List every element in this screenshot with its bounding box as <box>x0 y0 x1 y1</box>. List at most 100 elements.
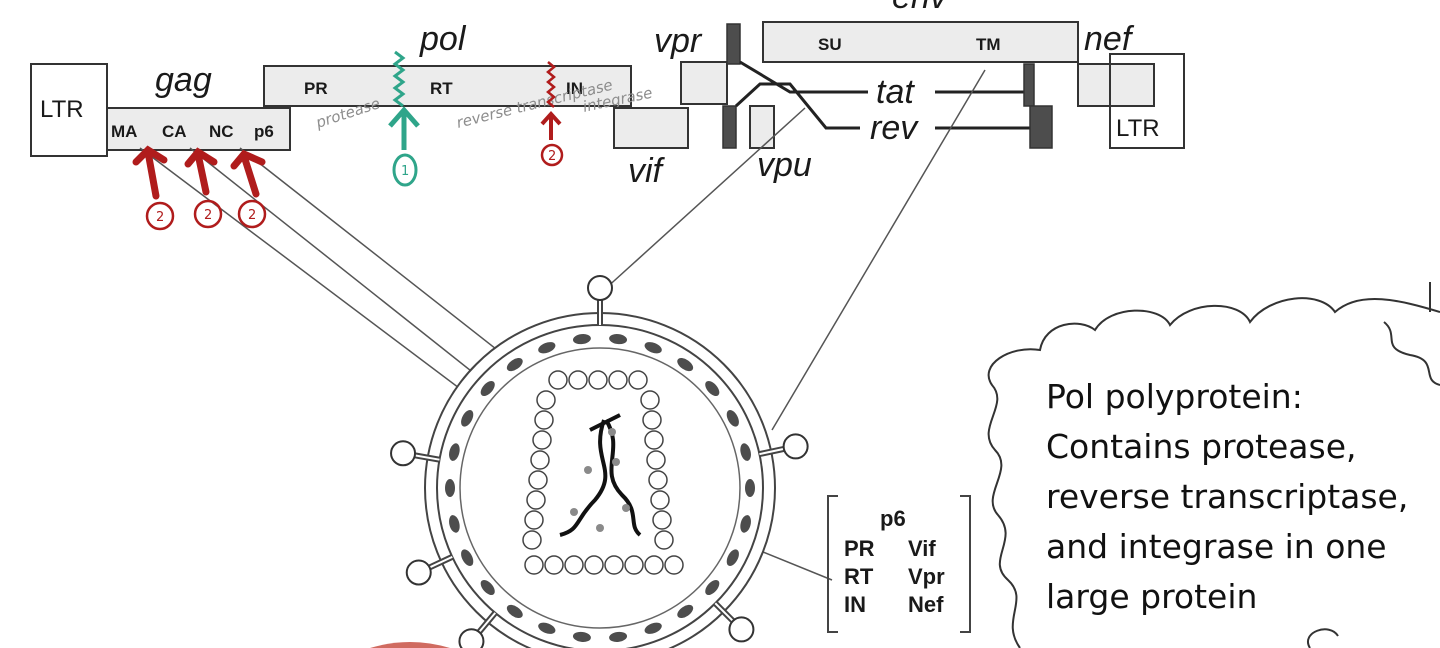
matrix-protein <box>740 515 751 533</box>
annotation-red-circles-gag <box>145 199 267 231</box>
annotation-red-number-nc: 2 <box>248 208 256 223</box>
matrix-protein <box>445 479 455 497</box>
env-box <box>762 21 1079 63</box>
matrix-protein <box>677 357 694 372</box>
matrix-protein <box>538 622 556 634</box>
note-line: reverse transcriptase, <box>1046 477 1409 516</box>
gene-label-gag: gag <box>155 61 212 99</box>
gag-segment-nc: NC <box>209 122 234 141</box>
matrix-protein-ring <box>445 334 755 642</box>
pol-segment-in: IN <box>566 79 583 98</box>
legend-item-nef: Nef <box>908 592 944 617</box>
matrix-protein <box>506 357 523 372</box>
capsid-subunit <box>640 390 660 410</box>
capsid-subunit <box>528 470 548 490</box>
matrix-protein <box>461 549 474 567</box>
gene-label-vif: vif <box>628 152 666 190</box>
virion <box>390 275 809 648</box>
capsid-subunit <box>644 430 664 450</box>
legend-item-in: IN <box>844 592 866 617</box>
envelope-spikes <box>390 275 809 648</box>
rna-genome <box>559 413 642 537</box>
spike-stalk-highlight <box>429 555 453 569</box>
pol-segment-pr: PR <box>304 79 328 98</box>
matrix-protein <box>609 334 628 345</box>
capsid-subunit <box>564 555 584 575</box>
capsid-subunit <box>524 555 544 575</box>
spike-head <box>390 440 417 467</box>
nef-box <box>1077 63 1155 107</box>
capsid-subunit <box>522 530 542 550</box>
rev-exon1-box <box>722 105 737 149</box>
matrix-protein <box>461 409 474 427</box>
thought-cloud-note: Pol polyprotein:Contains protease,revers… <box>1046 372 1440 622</box>
annotation-red-partial <box>370 642 450 648</box>
capsid-subunit <box>646 450 666 470</box>
tat-exon2-box <box>1023 63 1035 107</box>
matrix-protein <box>480 579 495 595</box>
legend-item-rt: RT <box>844 564 874 589</box>
capsid-subunit <box>604 555 624 575</box>
capsid-subunit <box>624 555 644 575</box>
capsid-subunit <box>588 370 608 390</box>
legend-item-pr: PR <box>844 536 875 561</box>
gene-label-rev: rev <box>870 109 919 147</box>
capsid-subunit <box>530 450 550 470</box>
matrix-protein <box>705 579 720 595</box>
spike-stalk-highlight <box>759 447 785 456</box>
legend-bracket <box>827 495 971 633</box>
spike-head <box>458 628 485 648</box>
vpu-box <box>749 105 775 149</box>
matrix-protein <box>644 622 662 634</box>
spike-head <box>728 616 755 643</box>
pol-segment-rt: RT <box>430 79 453 98</box>
ltr-right-label: LTR <box>1116 115 1160 142</box>
gene-label-tat: tat <box>876 73 915 111</box>
capsid-subunit <box>644 555 664 575</box>
capsid-subunit <box>654 530 674 550</box>
capsid-subunit <box>532 430 552 450</box>
capsid-core <box>522 370 684 575</box>
legend-item-vpr: Vpr <box>908 564 945 589</box>
capsid-subunit <box>544 555 564 575</box>
spike-stalk-highlight <box>478 612 496 633</box>
thought-cloud-bubble <box>1307 628 1339 648</box>
gag-segment-ma: MA <box>111 122 137 141</box>
pol-box <box>263 65 632 107</box>
matrix-protein <box>609 631 628 642</box>
matrix-protein <box>572 631 591 642</box>
note-line: Contains protease, <box>1046 427 1357 466</box>
tat-exon1-box <box>726 23 741 65</box>
legend-item-vif: Vif <box>908 536 936 561</box>
capsid-subunit <box>534 410 554 430</box>
thought-cloud-outline <box>987 297 1440 648</box>
matrix-protein <box>705 381 720 397</box>
rt-enzymes <box>570 428 630 532</box>
spike-stalk-highlight <box>414 454 440 461</box>
env-segment-su: SU <box>818 35 842 54</box>
matrix-protein <box>677 604 694 619</box>
legend-title: p6 <box>880 506 906 531</box>
capsid-subunit <box>526 490 546 510</box>
matrix-protein <box>506 604 523 619</box>
capsid-subunit <box>608 370 628 390</box>
matrix-protein <box>449 443 460 461</box>
matrix-protein <box>538 342 556 354</box>
gene-label-vpr: vpr <box>654 22 703 60</box>
annotation-red-number-ma: 2 <box>156 210 164 225</box>
spike-stalk-highlight <box>714 602 734 622</box>
matrix-protein <box>572 334 591 345</box>
spike-head <box>782 433 809 460</box>
capsid-subunit <box>548 370 568 390</box>
capsid-subunit <box>536 390 556 410</box>
rev-exon2-box <box>1029 105 1053 149</box>
annotation-red-marker-in <box>540 61 564 167</box>
annotation-green-marker <box>388 50 420 187</box>
vif-box <box>613 107 689 149</box>
capsid-subunit <box>584 555 604 575</box>
note-line: and integrase in one <box>1046 527 1387 566</box>
gene-label-vpu: vpu <box>757 146 812 184</box>
ltr-left-label: LTR <box>40 96 84 123</box>
matrix-protein <box>480 381 495 397</box>
